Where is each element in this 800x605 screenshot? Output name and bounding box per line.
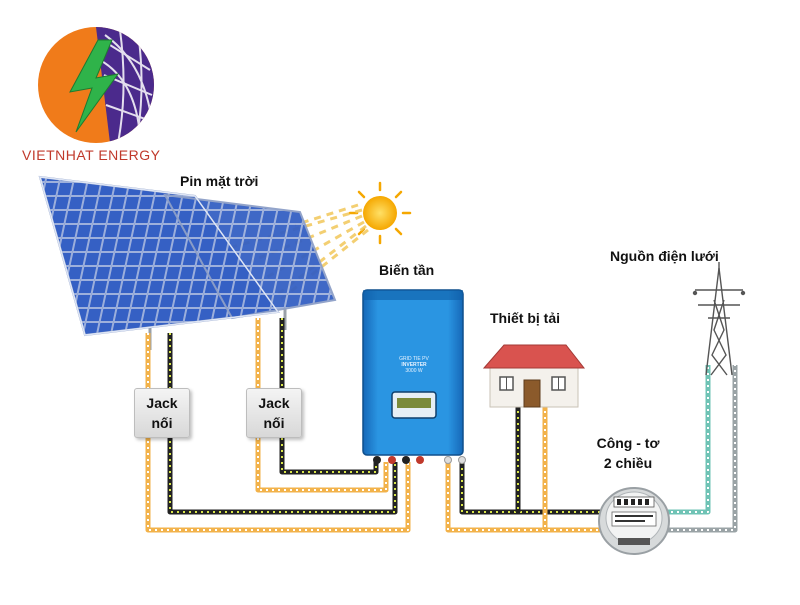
inverter-icon	[362, 289, 466, 464]
brand-logo	[38, 27, 154, 143]
meter-label: Công - tơ 2 chiều	[582, 433, 674, 473]
junction-box-1-line1: Jack	[146, 395, 178, 411]
meter-label-line2: 2 chiều	[603, 455, 653, 471]
house-icon	[482, 344, 586, 408]
brand-name: VIETNHAT ENERGY	[22, 147, 161, 163]
inverter-panel-text: GRID TIE PV INVERTER 3000 W	[384, 356, 444, 374]
inverter-label: Biến tần	[379, 262, 435, 278]
load-label: Thiết bị tải	[490, 310, 560, 326]
inverter-panel-line3: 3000 W	[405, 368, 423, 374]
solar-panel-icon	[38, 175, 337, 350]
solar-panel-label: Pin mặt trời	[180, 173, 259, 189]
grid-label: Nguồn điện lưới	[610, 248, 719, 264]
junction-box-2: Jack nối	[246, 388, 302, 438]
junction-box-2-line1: Jack	[258, 395, 290, 411]
meter-label-line1: Công - tơ	[596, 435, 660, 451]
energy-meter-icon	[598, 487, 670, 555]
sun-icon	[348, 181, 412, 245]
transmission-tower-icon	[692, 262, 746, 376]
junction-box-1: Jack nối	[134, 388, 190, 438]
junction-box-2-line2: nối	[263, 415, 285, 431]
junction-box-1-line2: nối	[151, 415, 173, 431]
inverter-panel-line1: GRID TIE PV	[399, 356, 429, 362]
inverter-panel-line2: INVERTER	[401, 362, 427, 368]
